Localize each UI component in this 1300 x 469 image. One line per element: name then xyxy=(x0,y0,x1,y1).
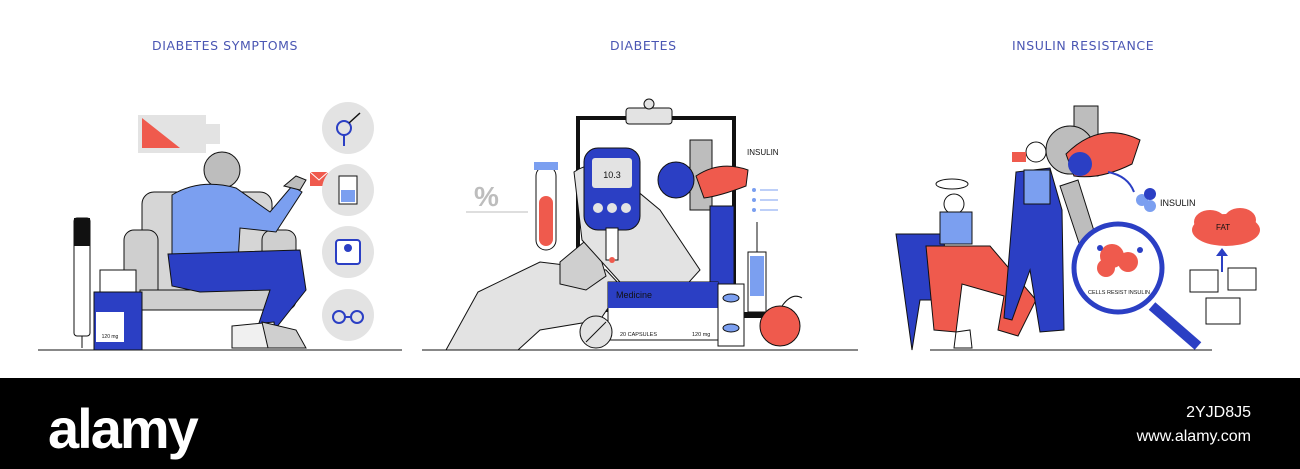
fat-label: FAT xyxy=(1216,223,1230,232)
diabetes-illustration: % 10.3 INSULIN xyxy=(422,98,858,351)
insulin-pen-icon xyxy=(73,217,91,348)
percent-icon: % xyxy=(474,181,499,212)
pill-bottle-icon: 120 mg xyxy=(93,269,143,351)
glasses-icon xyxy=(322,289,374,341)
fat-cloud-icon: FAT xyxy=(1192,208,1260,246)
fat-cubes-icon xyxy=(1189,248,1257,325)
insulin-label-2: INSULIN xyxy=(1160,198,1196,208)
footer-bar: alamy 2YJD8J5 www.alamy.com xyxy=(0,378,1300,469)
medicine-box-dose: 120 mg xyxy=(692,332,710,338)
panel-title-symptoms: DIABETES SYMPTOMS xyxy=(152,38,299,53)
medicine-box-title: Medicine xyxy=(616,290,652,300)
footer-image-id: 2YJD8J5 xyxy=(1186,404,1251,421)
pancreas-organ-icon xyxy=(1045,105,1141,253)
bottle-dose-label: 120 mg xyxy=(102,334,119,340)
lens-caption: CELLS RESIST INSULIN xyxy=(1088,290,1150,296)
magnifier-icon: CELLS RESIST INSULIN xyxy=(1071,221,1202,350)
pill-blister-icon xyxy=(717,283,745,347)
low-battery-icon xyxy=(138,115,220,153)
meter-reading: 10.3 xyxy=(603,170,621,180)
apple-icon xyxy=(759,295,803,347)
test-tube-icon xyxy=(534,162,558,251)
water-glass-icon xyxy=(322,164,374,216)
stomach-organ-icon xyxy=(657,139,749,297)
gender-symbol-icon xyxy=(322,102,374,154)
panel-title-diabetes: DIABETES xyxy=(610,38,677,53)
weight-scale-icon xyxy=(322,226,374,278)
man-sitting xyxy=(167,151,307,349)
panel-title-insulin-resistance: INSULIN RESISTANCE xyxy=(1012,38,1155,53)
footer-logo: alamy xyxy=(48,397,199,460)
syringe-icon xyxy=(744,222,770,318)
symptoms-illustration: 120 mg xyxy=(38,102,402,351)
illustration-canvas: 120 mg % 10.3 xyxy=(38,98,1260,351)
medicine-box-capsules: 20 CAPSULES xyxy=(620,332,657,338)
footer-url: www.alamy.com xyxy=(1136,428,1251,445)
insulin-resistance-illustration: INSULIN FAT xyxy=(895,105,1260,351)
glucose-meter: 10.3 xyxy=(583,147,641,263)
insulin-label: INSULIN xyxy=(747,148,779,157)
medicine-box: Medicine 20 CAPSULES 120 mg xyxy=(607,281,719,341)
woman-standing xyxy=(1003,141,1065,333)
insulin-molecule-icon xyxy=(1107,171,1156,212)
